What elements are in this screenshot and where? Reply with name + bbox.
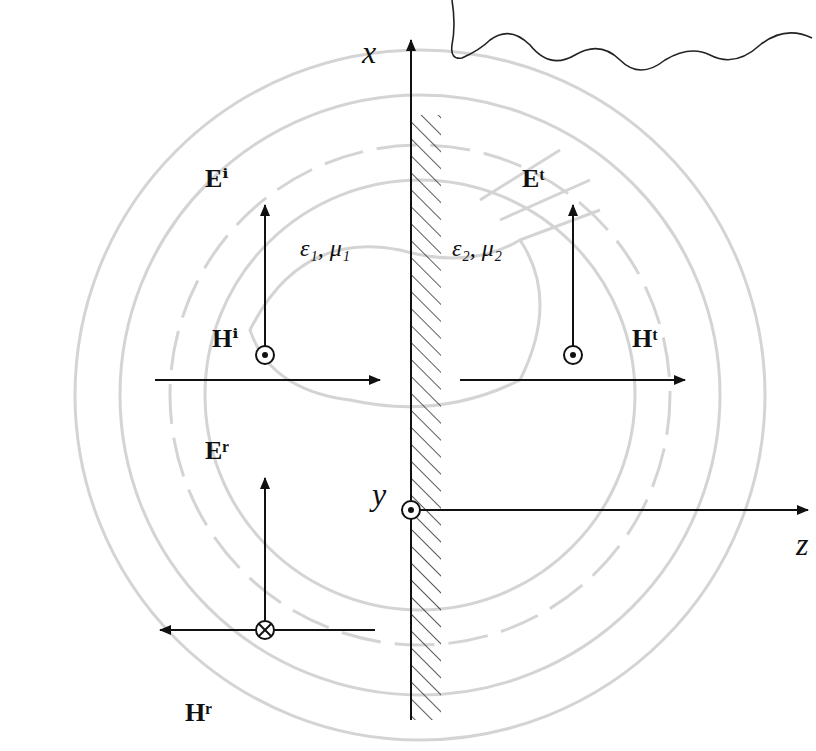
field-label: Hᵗ <box>632 326 658 352</box>
field-label: Hʳ <box>185 700 212 726</box>
field-label: Eᵗ <box>522 166 545 192</box>
axis-label: x <box>362 36 376 68</box>
medium-label: ε₁, μ₁ <box>300 236 350 260</box>
axis-label: y <box>372 478 386 510</box>
field-label: Eⁱ <box>205 166 229 192</box>
axis-label: z <box>796 528 808 560</box>
medium-label: ε₂, μ₂ <box>452 236 502 260</box>
field-label: Hⁱ <box>212 326 238 352</box>
field-label: Eʳ <box>205 438 229 464</box>
